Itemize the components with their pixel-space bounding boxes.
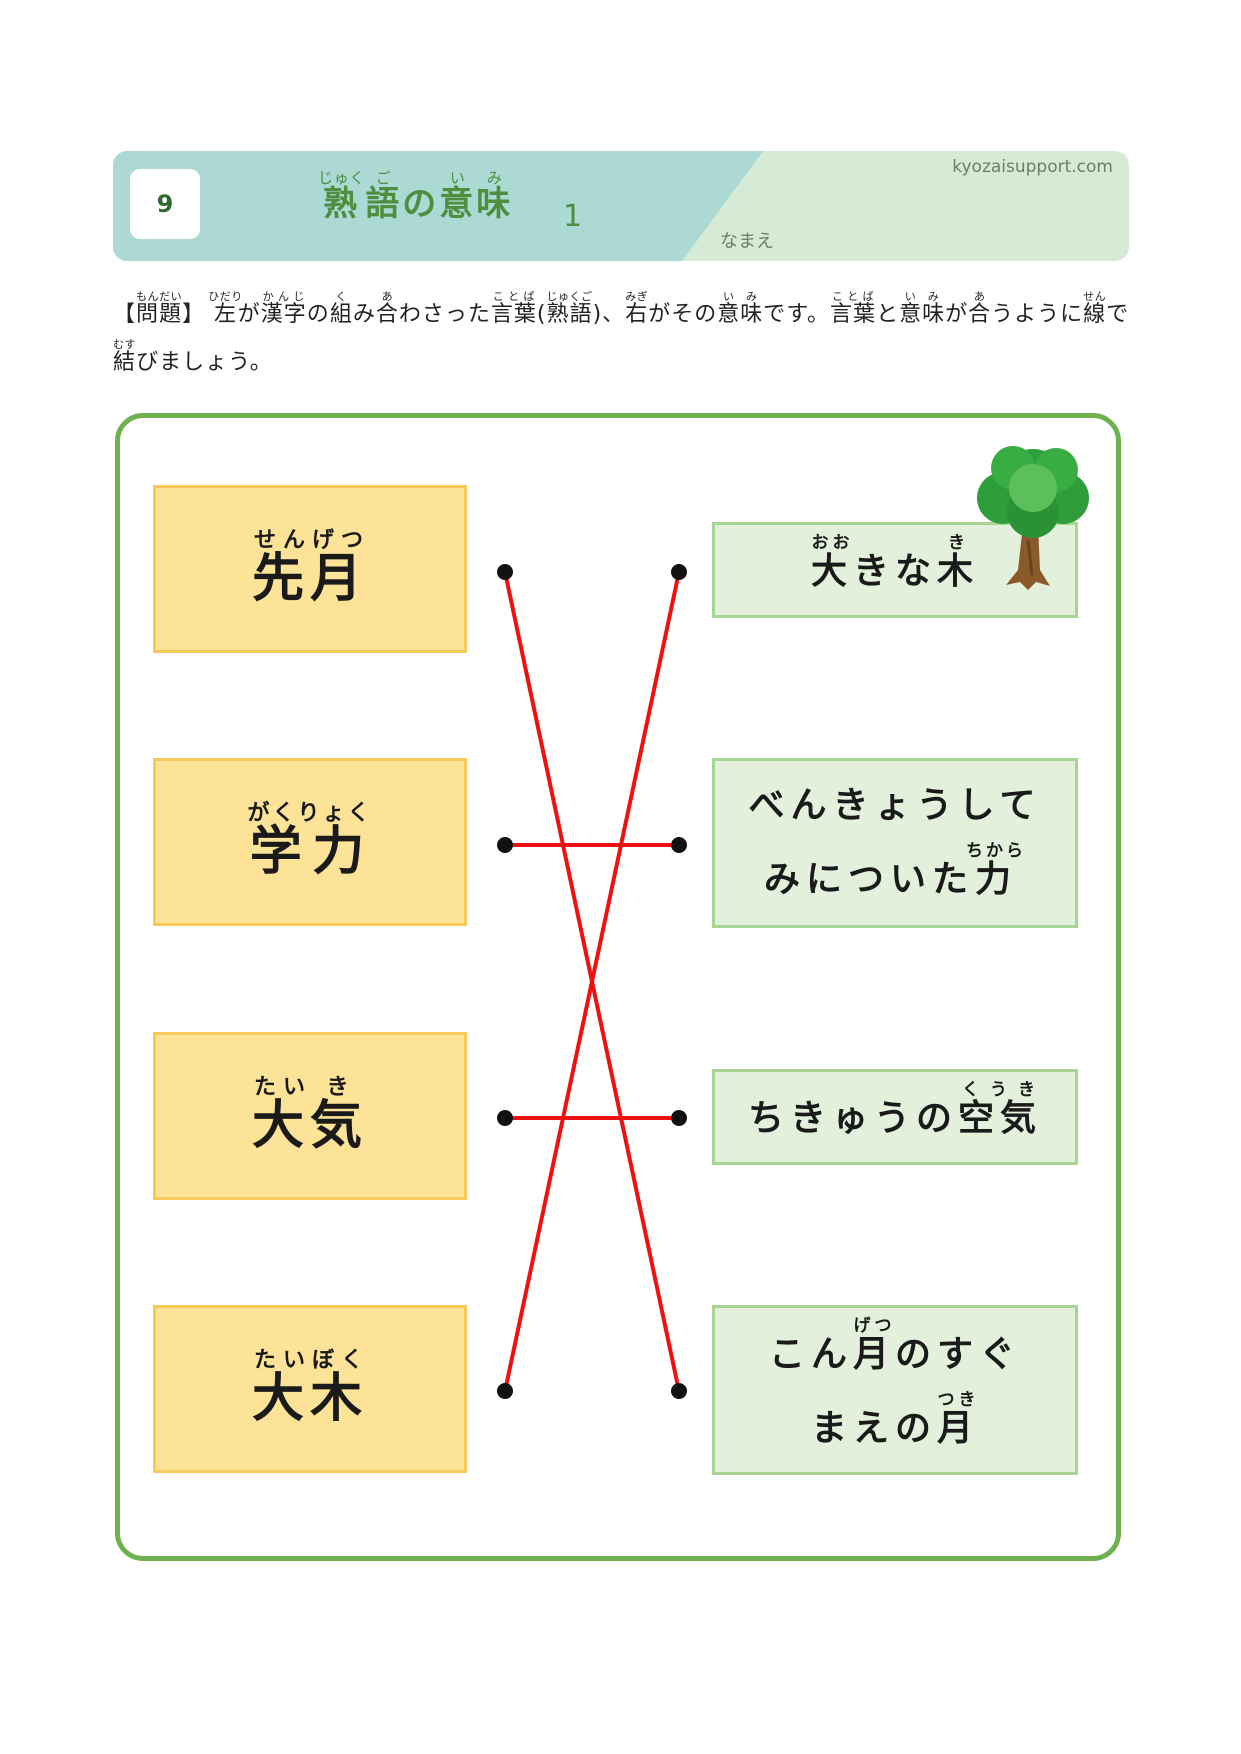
- ruby-text: 右みぎ: [625, 290, 649, 327]
- ruby-text: 意味いみ: [899, 290, 946, 327]
- plain-text: みについた: [763, 859, 974, 900]
- word-text: 大木たいぼく: [252, 1348, 368, 1431]
- meaning-line: こん月げつのすぐ: [769, 1316, 1021, 1390]
- site-url: kyozaisupport.com: [952, 157, 1113, 177]
- plain-text: こん: [768, 1334, 853, 1375]
- plain-text: びましょう。: [136, 350, 273, 375]
- ruby-text: 大たい: [251, 1074, 310, 1156]
- plain-text: です。: [763, 302, 831, 327]
- ruby-text: 語ご: [365, 169, 403, 224]
- plain-text: が: [945, 302, 969, 327]
- plain-text: ちきゅうの: [747, 1098, 958, 1139]
- word-text: 学力がくりょく: [247, 801, 372, 884]
- ruby-text: 言葉ことば: [830, 290, 877, 327]
- instruction-text: 【問題もんだい】 左ひだりが漢字かんじの組くみ合あわさった言葉ことば(熟語じゅく…: [113, 290, 1133, 387]
- ruby-text: 味み: [476, 169, 514, 224]
- ruby-text: 組く: [329, 290, 353, 327]
- plain-text: で: [1106, 302, 1130, 327]
- word-card-gakuryoku: 学力がくりょく: [153, 758, 467, 926]
- plain-text: が: [237, 302, 261, 327]
- ruby-text: 結むす: [113, 338, 137, 375]
- ruby-text: 合あ: [375, 290, 399, 327]
- plain-text: きな: [852, 551, 937, 592]
- worksheet-title: 熟じゅく語ごの意い味み: [318, 169, 513, 225]
- plain-text: まえの: [810, 1408, 937, 1449]
- plain-text: のすぐ: [895, 1334, 1022, 1375]
- worksheet-title-number: 1: [563, 199, 583, 234]
- ruby-text: 学力がくりょく: [247, 800, 373, 882]
- plain-text: 【: [113, 302, 137, 327]
- meaning-line: ちきゅうの空気くうき: [748, 1080, 1042, 1154]
- plain-text: がその: [648, 302, 718, 327]
- word-card-sengetsu: 先月せんげつ: [153, 485, 467, 653]
- ruby-text: 熟語じゅくご: [546, 290, 593, 327]
- plain-text: (: [536, 302, 547, 327]
- ruby-text: 言葉ことば: [490, 290, 537, 327]
- plain-text: )、: [592, 302, 626, 327]
- plain-text: うように: [991, 302, 1084, 327]
- ruby-text: 先月せんげつ: [251, 527, 368, 609]
- ruby-text: 意い: [439, 169, 477, 224]
- plain-text: み: [352, 302, 376, 327]
- ruby-text: 力ちから: [966, 841, 1026, 900]
- worksheet-header: 9 熟じゅく語ごの意い味み 1 kyozaisupport.com なまえ: [113, 151, 1129, 261]
- ruby-text: 大木たいぼく: [251, 1347, 368, 1429]
- ruby-text: 問題もんだい: [135, 290, 183, 327]
- header-teal-band: [113, 151, 764, 261]
- meaning-card-chikara: べんきょうしてみについた力ちから: [712, 758, 1078, 928]
- ruby-text: 大おお: [810, 533, 853, 592]
- ruby-text: 木き: [937, 533, 980, 592]
- ruby-text: 気き: [310, 1074, 369, 1156]
- word-text: 大たい気き: [252, 1075, 368, 1158]
- ruby-text: 漢字かんじ: [260, 290, 307, 327]
- meaning-line: べんきょうして: [749, 771, 1042, 841]
- ruby-text: 月つき: [937, 1390, 980, 1449]
- plain-text: 】: [182, 302, 214, 327]
- ruby-text: 線せん: [1083, 290, 1107, 327]
- ruby-text: 意味いみ: [717, 290, 764, 327]
- plain-text: わさった: [398, 302, 491, 327]
- meaning-card-kuuki: ちきゅうの空気くうき: [712, 1069, 1078, 1165]
- ruby-text: 左ひだり: [208, 290, 243, 327]
- ruby-text: 熟じゅく: [318, 169, 366, 224]
- ruby-text: 月げつ: [852, 1316, 895, 1375]
- ruby-text: 空気くうき: [958, 1080, 1043, 1139]
- plain-text: と: [876, 302, 900, 327]
- tree-icon: [977, 446, 1089, 590]
- meaning-line: 大おおきな木き: [811, 533, 979, 607]
- ruby-text: 合あ: [968, 290, 992, 327]
- word-text: 先月せんげつ: [252, 528, 368, 611]
- plain-text: の: [306, 302, 330, 327]
- word-card-taiboku: 大木たいぼく: [153, 1305, 467, 1473]
- meaning-line: みについた力ちから: [764, 841, 1026, 915]
- name-label: なまえ: [720, 231, 774, 252]
- word-card-taiki: 大たい気き: [153, 1032, 467, 1200]
- meaning-line: まえの月つき: [811, 1390, 979, 1464]
- meaning-card-tsuki: こん月げつのすぐまえの月つき: [712, 1305, 1078, 1475]
- plain-text: の: [402, 184, 440, 224]
- worksheet-number: 9: [130, 169, 200, 239]
- meaning-card-ookinaki: 大おおきな木き: [712, 522, 1078, 618]
- plain-text: べんきょうして: [748, 785, 1042, 826]
